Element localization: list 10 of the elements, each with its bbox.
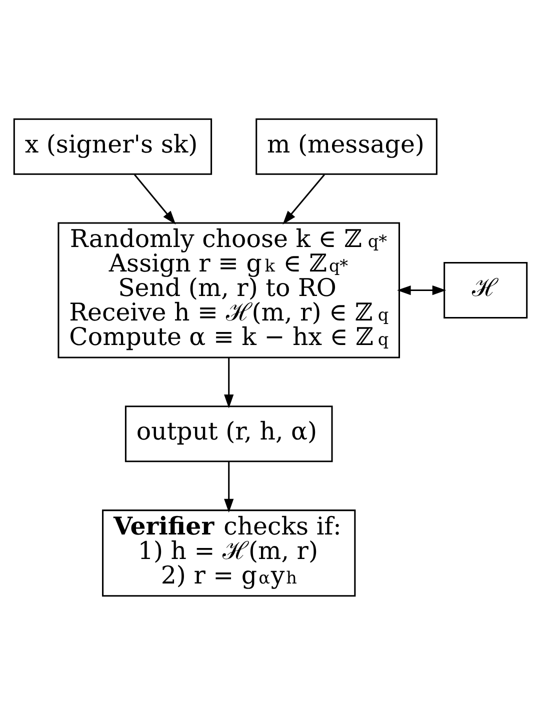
node-box: x (signer's sk) bbox=[13, 118, 212, 175]
node-box: m (message) bbox=[256, 118, 438, 175]
arrow bbox=[224, 358, 234, 408]
arrow bbox=[134, 174, 176, 224]
arrow bbox=[224, 462, 234, 513]
arrow bbox=[397, 285, 446, 296]
node-box: ℋ bbox=[444, 262, 528, 319]
arrow bbox=[282, 174, 325, 224]
node-box: output (r, h, α) bbox=[124, 406, 333, 462]
node-box: Verifier checks if: 1) h = ℋ(m, r) 2) r = gαyh bbox=[102, 510, 356, 597]
